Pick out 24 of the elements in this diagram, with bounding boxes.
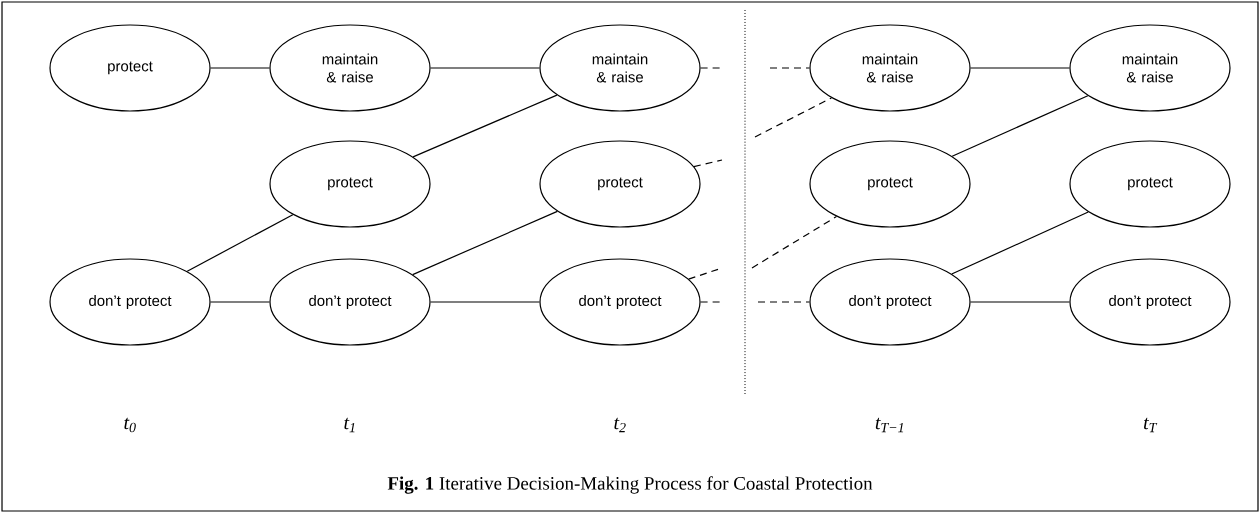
connector-line <box>951 95 1089 157</box>
connector-line <box>412 94 558 158</box>
connector-line <box>430 67 540 69</box>
connector-line <box>210 301 270 303</box>
connector-line <box>751 216 838 269</box>
time-label: t$_{2}$ <box>614 417 626 433</box>
connector-line <box>970 67 1070 69</box>
connector-line <box>757 301 810 303</box>
connector-line <box>970 301 1070 303</box>
connector-line <box>769 67 810 69</box>
connector-line <box>210 67 270 69</box>
connector-line <box>430 301 540 303</box>
connector-line <box>754 97 832 138</box>
time-label: t$_{0}$ <box>124 417 136 433</box>
connector-line <box>700 301 723 303</box>
figure-caption: Fig. 1 Iterative Decision-Making Process for Coastal Protection <box>387 476 873 494</box>
time-label: t$_{1}$ <box>344 417 355 433</box>
time-label: t$_{T−1}$ <box>875 417 904 433</box>
connector-line <box>693 159 723 168</box>
connector-line <box>700 67 723 69</box>
connector-line <box>951 211 1089 275</box>
time-label: t$_{T}$ <box>1144 417 1158 433</box>
connector-line <box>412 210 558 276</box>
connector-line <box>186 214 294 272</box>
